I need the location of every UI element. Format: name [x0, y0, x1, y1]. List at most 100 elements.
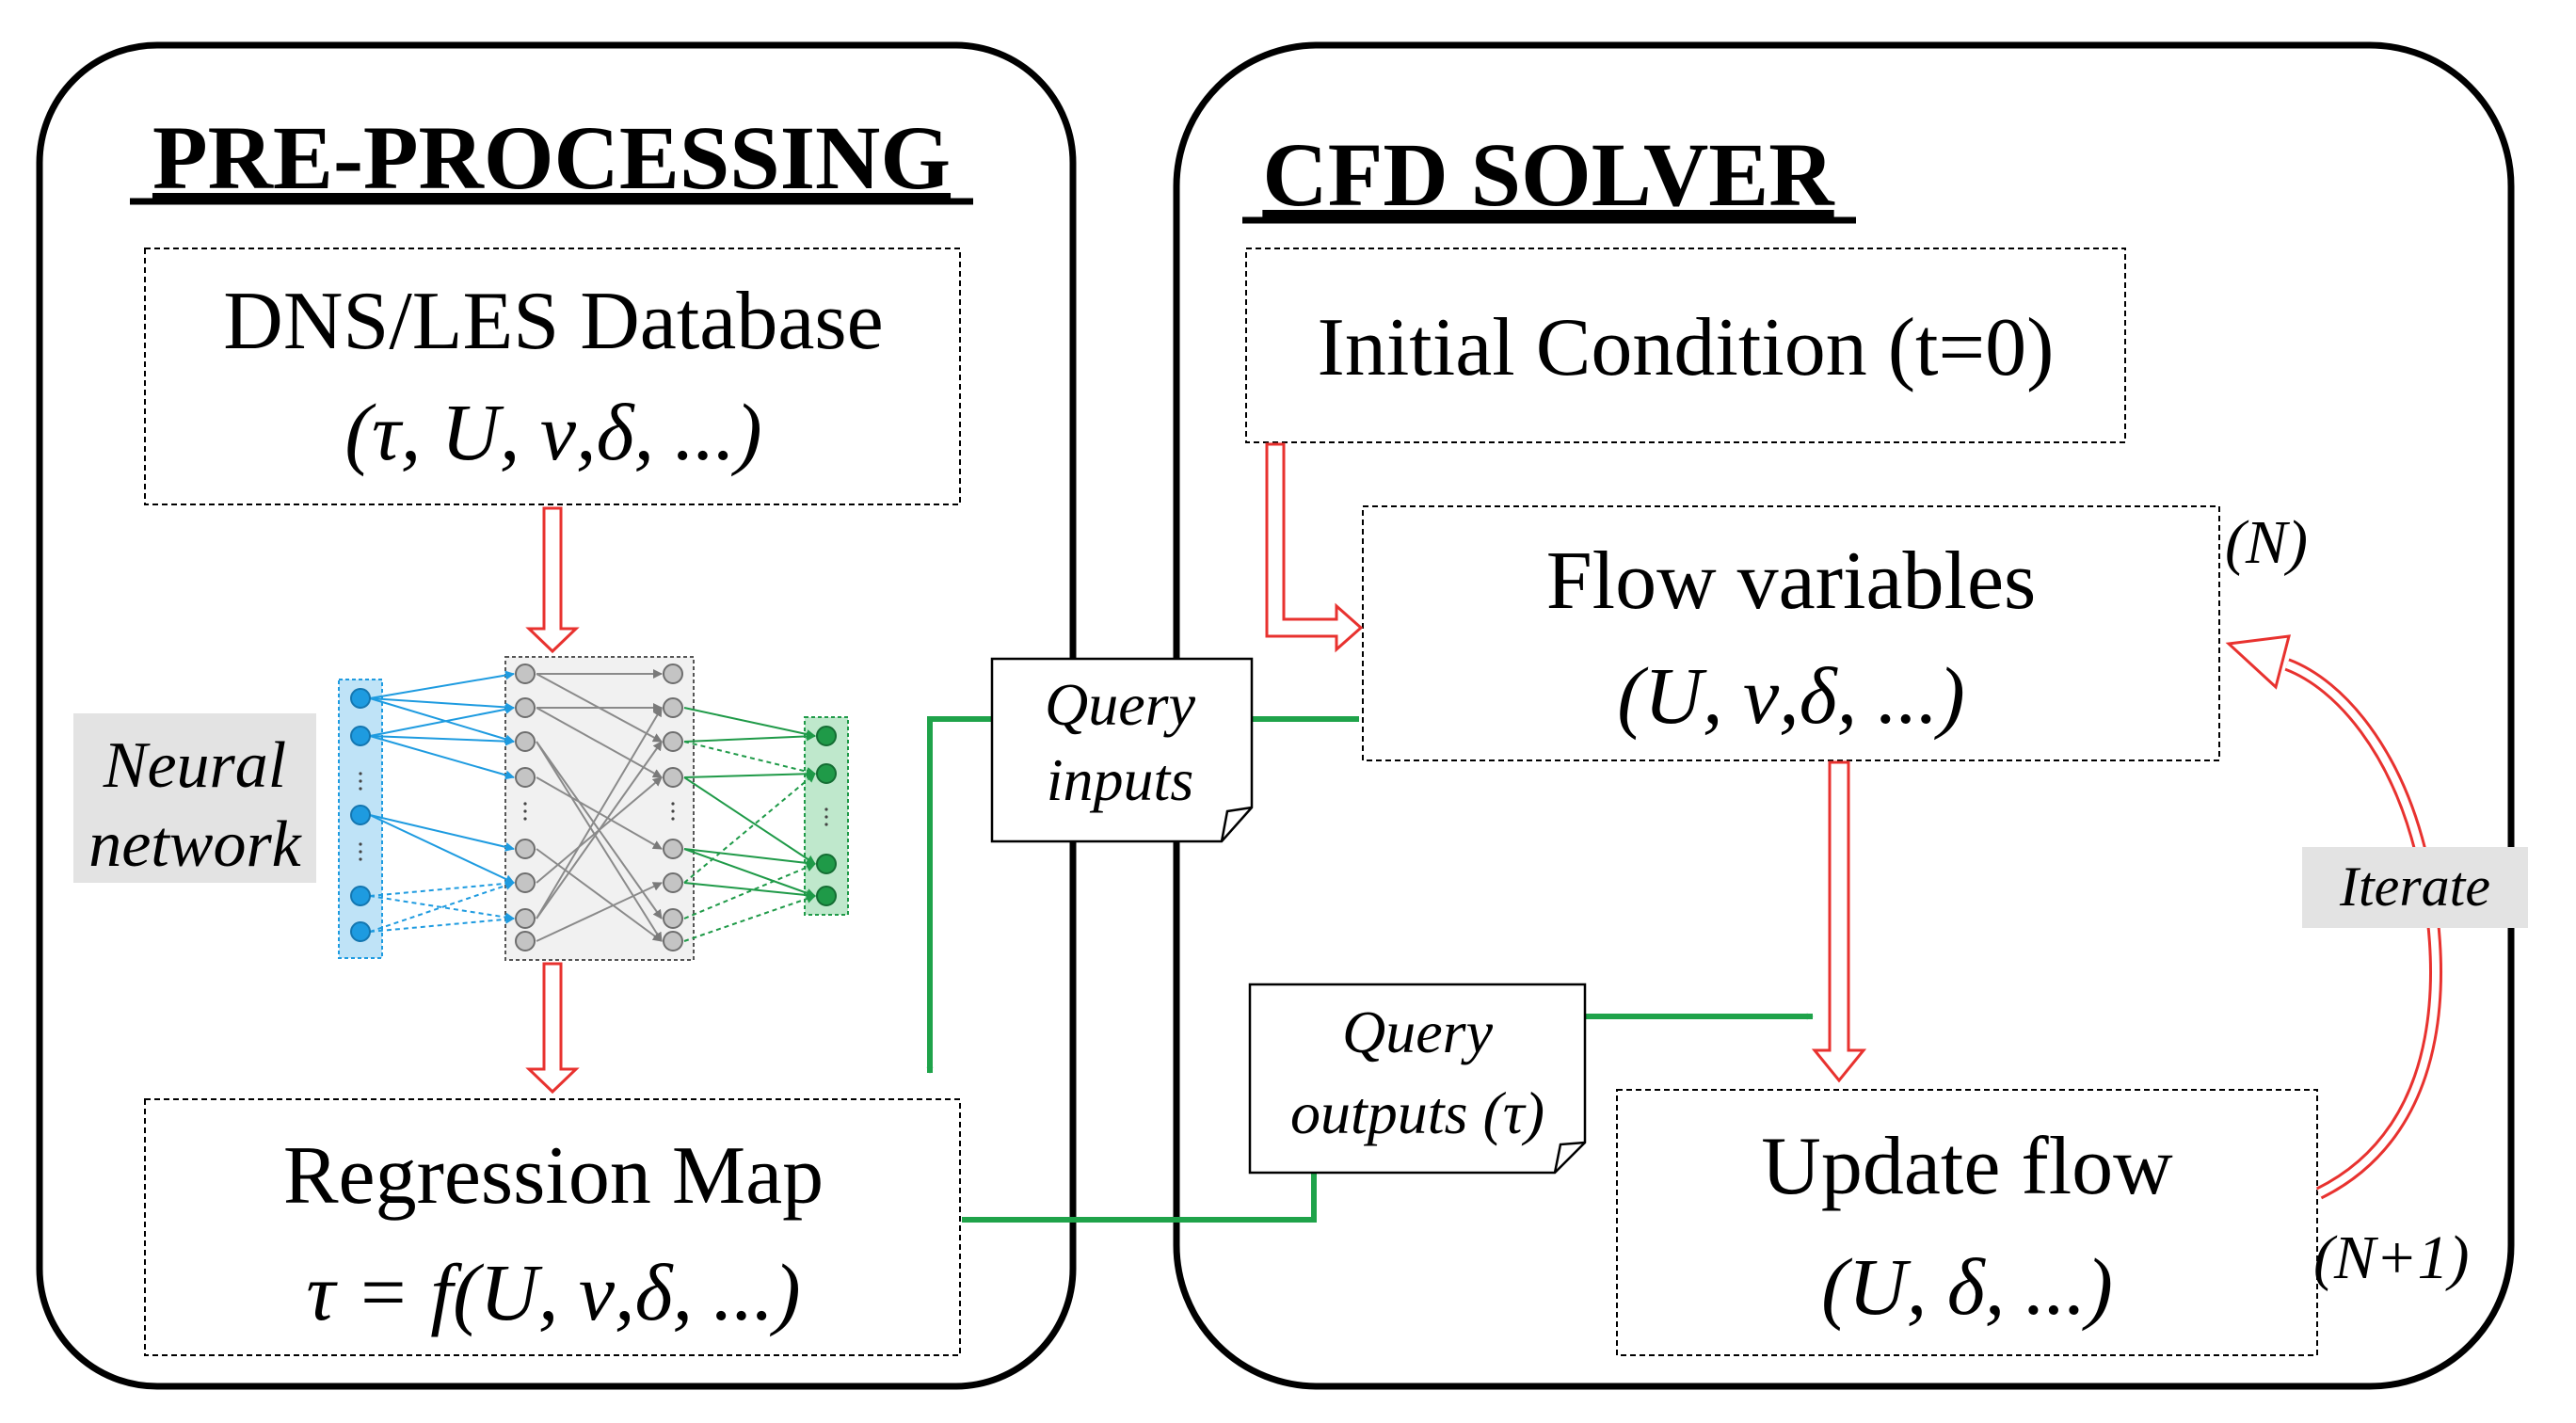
database-title: DNS/LES Database — [223, 276, 883, 367]
nn-ellipsis-dot — [671, 802, 675, 806]
nn-edge-hidden — [536, 707, 663, 919]
update-flow-box: Update flow (U, δ, ...) — [1616, 1089, 2318, 1356]
query-inputs-line1: Query — [1045, 671, 1196, 738]
query-outputs-line1: Query — [1342, 999, 1494, 1065]
nn-input-node — [350, 726, 371, 746]
update-flow-vars: (U, δ, ...) — [1821, 1241, 2113, 1332]
nn-ellipsis-dot — [824, 823, 828, 826]
iteration-n-marker: (N) — [2225, 508, 2308, 577]
nn-input-node — [350, 688, 371, 709]
nn-ellipsis-dot — [523, 817, 527, 821]
nn-edge-output — [683, 848, 816, 898]
nn-hidden-node — [663, 908, 683, 929]
nn-hidden-node — [515, 731, 536, 752]
nn-hidden-node — [663, 931, 683, 951]
regression-title: Regression Map — [283, 1130, 824, 1222]
nn-edge-output — [683, 769, 816, 779]
nn-output-node — [816, 886, 837, 906]
nn-ellipsis-dot — [359, 779, 362, 783]
nn-ellipsis-dot — [671, 809, 675, 813]
regression-map-box: Regression Map τ = f(U, ν,δ, ...) — [144, 1098, 961, 1356]
nn-hidden-node — [663, 839, 683, 859]
nn-hidden-node — [663, 872, 683, 893]
green-connector-query-outputs — [962, 1013, 1814, 1223]
flow-variables-box: Flow variables (U, ν,δ, ...) — [1362, 505, 2220, 761]
neural-network-label: Neural network — [73, 713, 316, 883]
query-outputs-line2: outputs (τ) — [1290, 1079, 1544, 1146]
nn-edge-input — [369, 878, 515, 897]
query-outputs-note: Query outputs (τ) — [1248, 983, 1587, 1175]
nn-edge-input — [369, 697, 515, 712]
iteration-n-plus-1-marker: (N+1) — [2313, 1223, 2470, 1292]
nn-edge-input — [369, 914, 515, 933]
iterate-label: Iterate — [2302, 847, 2528, 928]
nn-edge-output — [683, 882, 816, 901]
nn-edge-input — [369, 814, 515, 852]
nn-hidden-node — [663, 767, 683, 788]
initial-condition-title: Initial Condition (t=0) — [1318, 302, 2055, 393]
nn-edge-input — [369, 704, 515, 737]
update-flow-title: Update flow — [1761, 1121, 2173, 1212]
nn-edge-hidden — [536, 741, 663, 919]
initial-condition-box: Initial Condition (t=0) — [1245, 248, 2126, 443]
nn-edge-output — [683, 741, 816, 776]
nn-ellipsis-dot — [359, 772, 362, 775]
nn-hidden-node — [515, 664, 536, 684]
nn-hidden-node — [515, 767, 536, 788]
nn-label-line1: Neural — [103, 729, 286, 802]
nn-ellipsis-dot — [359, 850, 362, 854]
nn-ellipsis-dot — [359, 842, 362, 846]
nn-edge-output — [683, 773, 816, 884]
green-connector-query-inputs — [926, 716, 1359, 1074]
arrow-flow-to-update — [1811, 760, 1867, 1083]
arrow-database-to-nn — [525, 506, 580, 654]
nn-ellipsis-dot — [359, 857, 362, 861]
nn-hidden-node — [515, 931, 536, 951]
nn-edge-input — [369, 895, 515, 922]
nn-ellipsis-dot — [671, 817, 675, 821]
nn-edge-input — [369, 735, 515, 780]
database-vars: (τ, U, ν,δ, ...) — [344, 387, 761, 477]
nn-ellipsis-dot — [523, 802, 527, 806]
nn-hidden-node — [663, 731, 683, 752]
arrow-initial-to-flow — [1265, 442, 1364, 653]
nn-output-node — [816, 726, 837, 746]
nn-ellipsis-dot — [523, 809, 527, 813]
nn-hidden-node — [663, 697, 683, 718]
nn-hidden-node — [515, 908, 536, 929]
preprocessing-title: PRE-PROCESSING — [152, 107, 951, 208]
nn-edge-output — [683, 776, 816, 865]
nn-label-line2: network — [88, 808, 302, 881]
nn-ellipsis-dot — [359, 787, 362, 791]
nn-edge-input — [369, 670, 515, 699]
nn-edge-hidden — [536, 882, 663, 942]
nn-edge-output — [683, 707, 816, 739]
flow-variables-vars: (U, ν,δ, ...) — [1617, 650, 1965, 741]
nn-edge-hidden — [536, 741, 663, 942]
nn-hidden-node — [515, 839, 536, 859]
cfd-solver-title: CFD SOLVER — [1262, 124, 1835, 225]
neural-network-figure — [338, 656, 849, 961]
nn-input-node — [350, 805, 371, 825]
preprocessing-panel: PRE-PROCESSING — [36, 41, 1077, 1390]
arrow-nn-to-regression — [525, 962, 580, 1095]
regression-formula: τ = f(U, ν,δ, ...) — [306, 1247, 800, 1337]
nn-edge-input — [369, 735, 515, 746]
nn-edge-output — [683, 848, 816, 868]
nn-edge-input — [369, 814, 515, 884]
nn-edge-hidden — [536, 707, 663, 778]
nn-output-node — [816, 763, 837, 784]
nn-hidden-node — [515, 872, 536, 893]
nn-edge-output — [683, 731, 816, 743]
query-inputs-line2: inputs — [1047, 746, 1193, 813]
nn-hidden-node — [515, 697, 536, 718]
database-box: DNS/LES Database (τ, U, ν,δ, ...) — [144, 248, 961, 505]
nn-edge-output — [683, 894, 816, 942]
query-inputs-note: Query inputs — [990, 657, 1254, 843]
nn-edge-input — [369, 697, 515, 744]
iterate-text: Iterate — [2339, 855, 2490, 918]
nn-edge-output — [683, 862, 816, 919]
nn-input-node — [350, 886, 371, 906]
nn-input-node — [350, 921, 371, 942]
